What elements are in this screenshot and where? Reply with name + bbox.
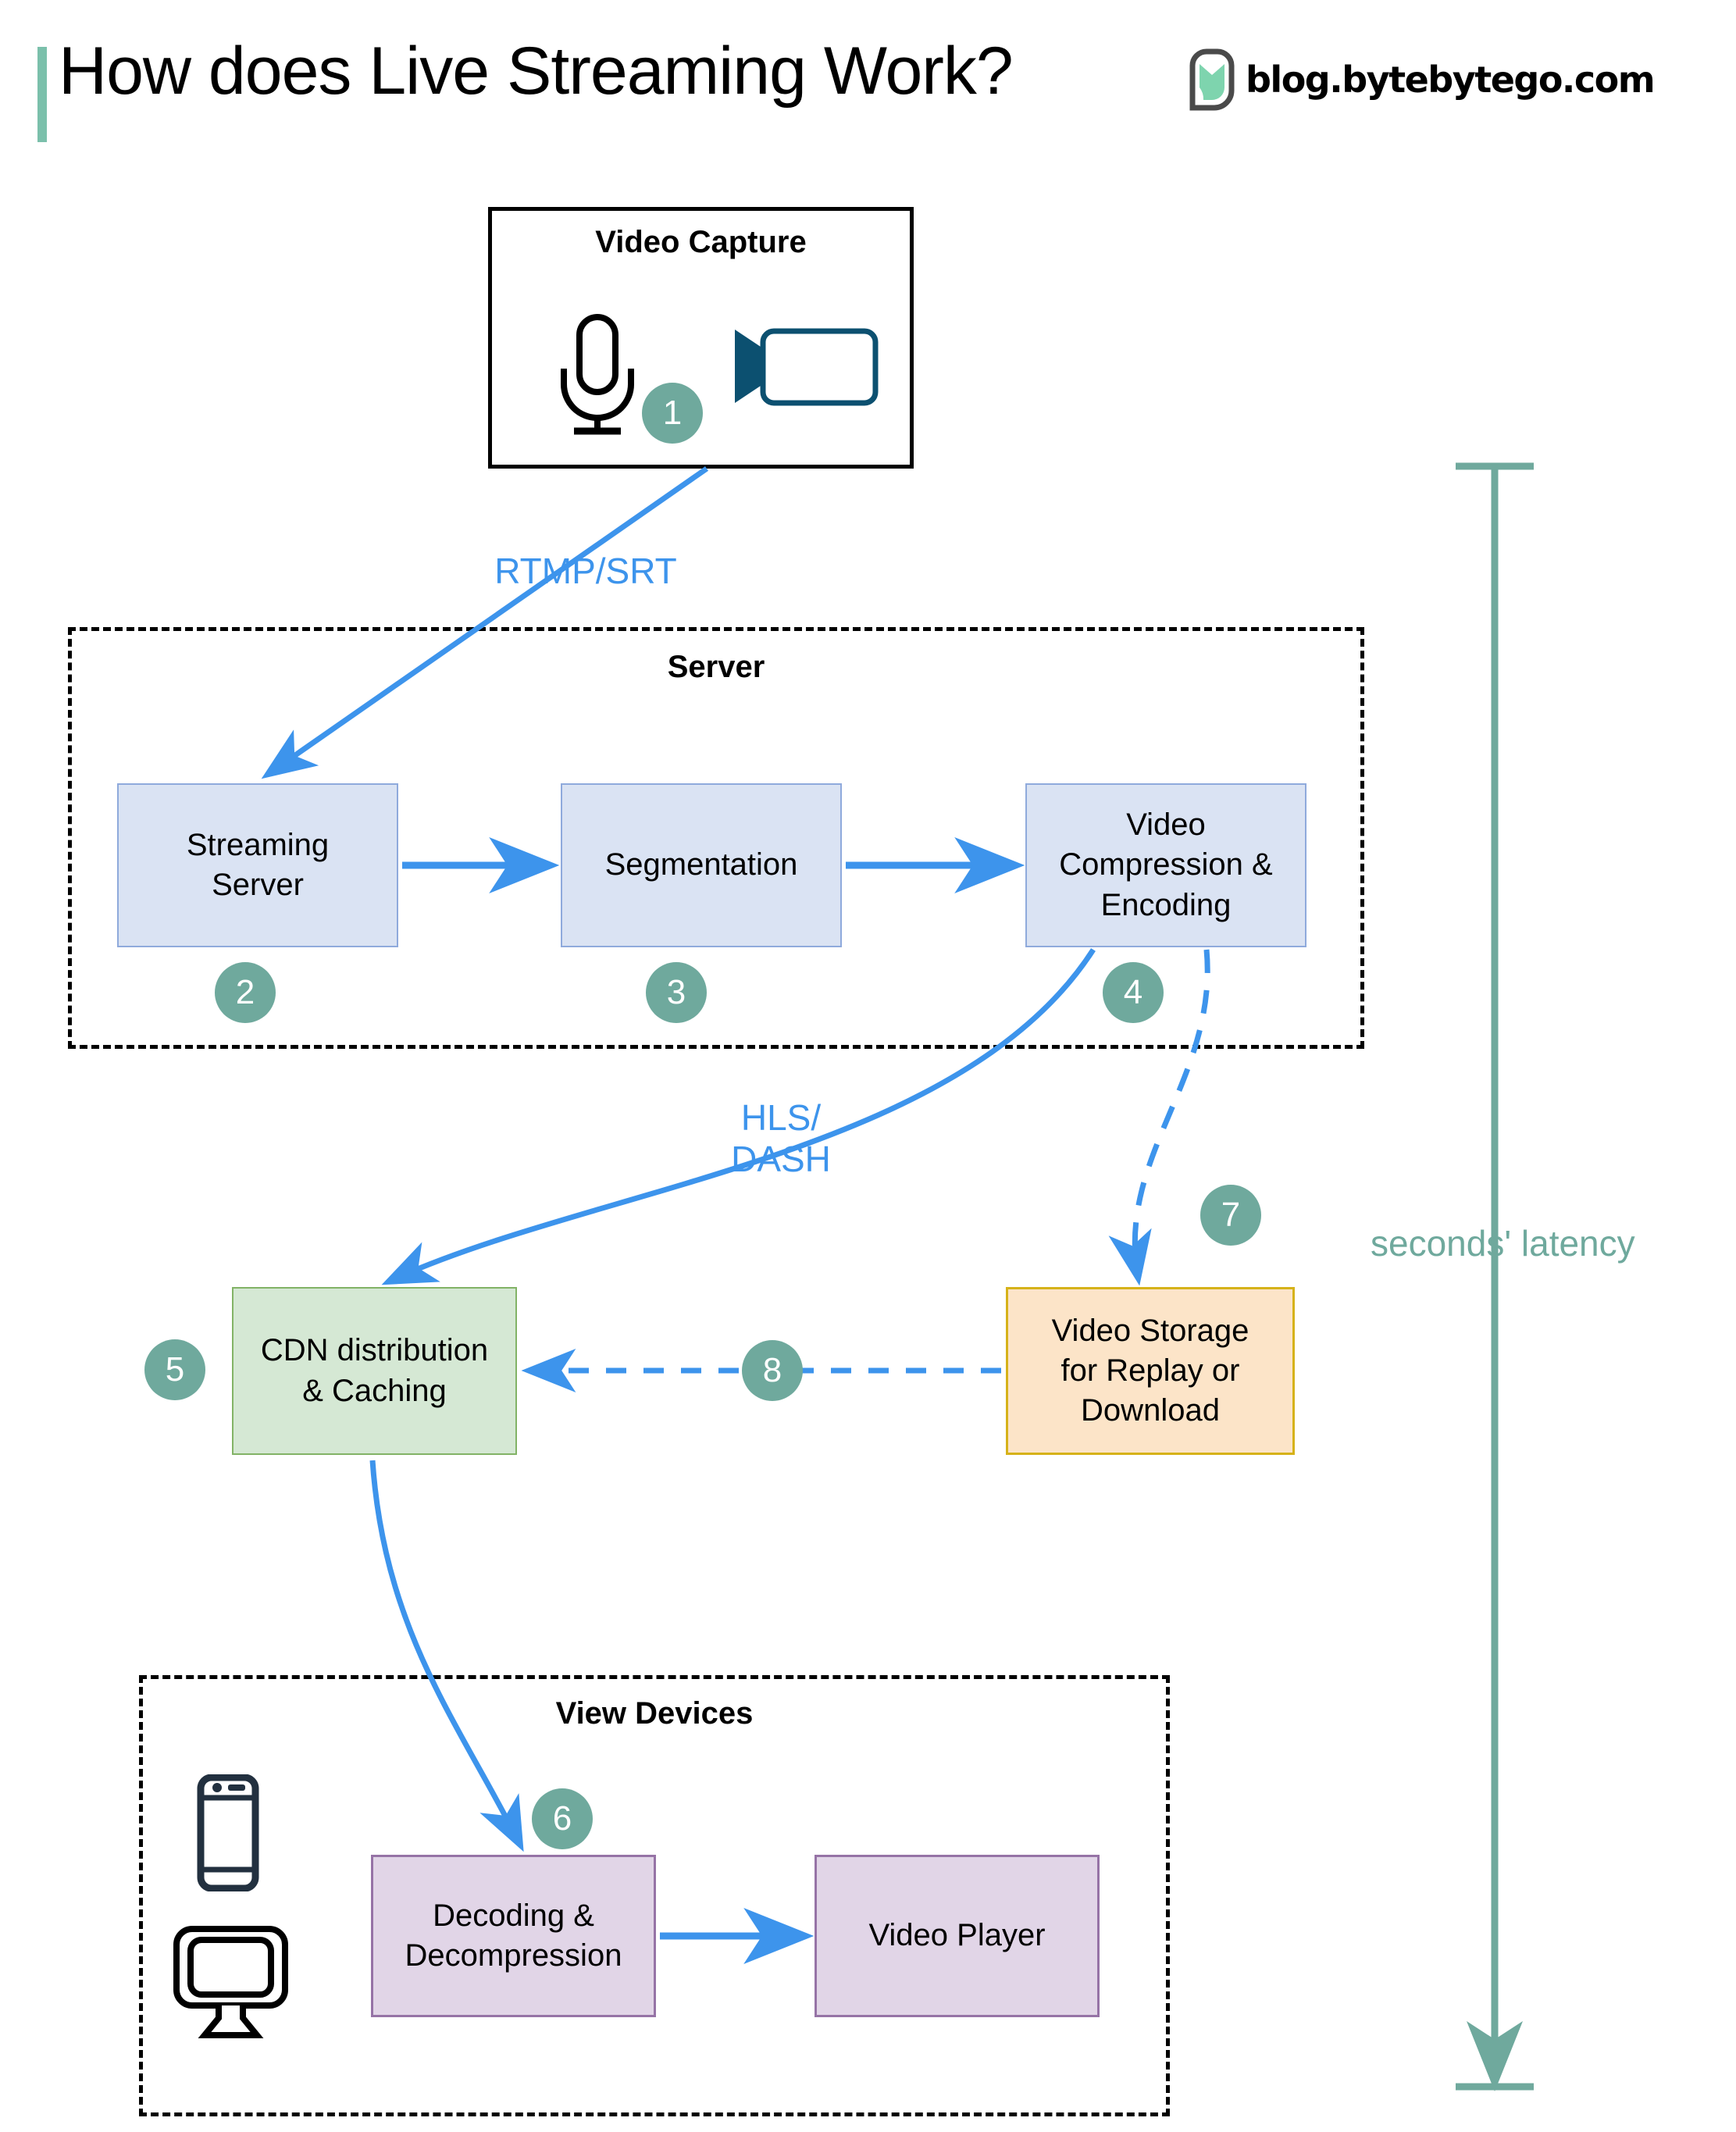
node-streaming-server[interactable]: Streaming Server xyxy=(117,783,398,947)
group-title-video-capture: Video Capture xyxy=(595,225,807,259)
smartphone-icon xyxy=(197,1774,259,1892)
node-video-storage-label: Video Storage for Replay or Download xyxy=(1051,1313,1249,1428)
node-video-compression-label: Video Compression & Encoding xyxy=(1059,808,1273,922)
node-video-player[interactable]: Video Player xyxy=(815,1855,1100,2017)
node-cdn[interactable]: CDN distribution & Caching xyxy=(232,1287,517,1455)
badge-7-number: 7 xyxy=(1221,1196,1241,1234)
node-decoding[interactable]: Decoding & Decompression xyxy=(371,1855,656,2017)
edge-label-hls-dash: HLS/ DASH xyxy=(731,1097,831,1179)
badge-5: 5 xyxy=(144,1339,205,1400)
node-video-compression[interactable]: Video Compression & Encoding xyxy=(1025,783,1306,947)
badge-1: 1 xyxy=(642,383,703,444)
node-segmentation-label: Segmentation xyxy=(604,847,798,882)
node-streaming-server-label: Streaming Server xyxy=(186,827,330,902)
edge-label-rtmp-srt: RTMP/SRT xyxy=(494,551,677,591)
latency-indicator xyxy=(1456,462,1534,2091)
group-view-devices xyxy=(139,1675,1170,2116)
node-decoding-label: Decoding & Decompression xyxy=(405,1898,622,1973)
badge-2: 2 xyxy=(215,962,276,1023)
badge-1-number: 1 xyxy=(662,394,683,432)
badge-8: 8 xyxy=(742,1340,803,1401)
latency-label: seconds' latency xyxy=(1371,1223,1635,1264)
node-video-player-label: Video Player xyxy=(868,1918,1046,1953)
group-title-server: Server xyxy=(667,650,765,684)
badge-2-number: 2 xyxy=(235,973,255,1011)
badge-3: 3 xyxy=(646,962,707,1023)
badge-7: 7 xyxy=(1200,1185,1261,1246)
title-accent-rule xyxy=(37,47,47,142)
badge-8-number: 8 xyxy=(762,1351,782,1389)
group-title-view-devices: View Devices xyxy=(555,1696,754,1731)
badge-3-number: 3 xyxy=(666,973,686,1011)
badge-4-number: 4 xyxy=(1123,973,1143,1011)
badge-6: 6 xyxy=(532,1788,593,1849)
microphone-icon xyxy=(547,312,648,437)
badge-5-number: 5 xyxy=(165,1350,185,1389)
node-segmentation[interactable]: Segmentation xyxy=(561,783,842,947)
video-camera-icon xyxy=(730,328,879,406)
bytebytego-logo-icon xyxy=(1186,48,1238,111)
badge-4: 4 xyxy=(1103,962,1164,1023)
brand-url-text: blog.bytebytego.com xyxy=(1246,59,1656,101)
brand-watermark: blog.bytebytego.com xyxy=(1186,48,1656,111)
page-title: How does Live Streaming Work? xyxy=(59,34,1014,109)
badge-6-number: 6 xyxy=(552,1799,572,1838)
node-cdn-label: CDN distribution & Caching xyxy=(260,1333,489,1408)
monitor-icon xyxy=(170,1926,291,2039)
node-video-storage[interactable]: Video Storage for Replay or Download xyxy=(1006,1287,1295,1455)
